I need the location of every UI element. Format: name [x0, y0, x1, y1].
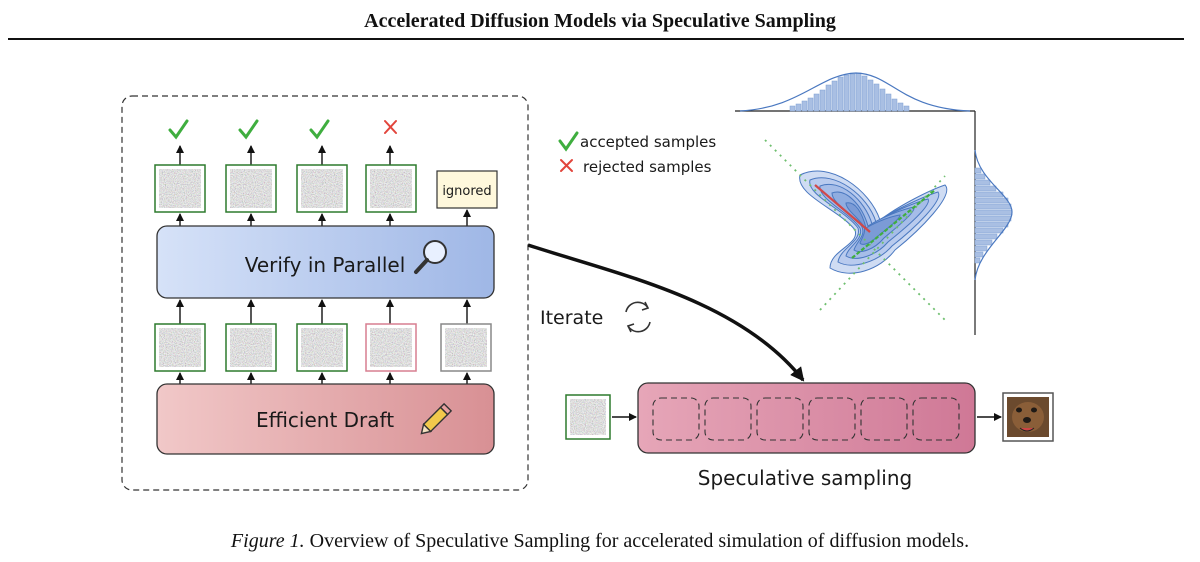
verify-block — [156, 225, 495, 299]
legend-accepted-label: accepted samples — [580, 133, 716, 151]
header-rule — [8, 38, 1184, 40]
caption-figure-label: Figure 1. — [230, 530, 305, 552]
cross-icon — [384, 120, 397, 134]
verify-label: Verify in Parallel — [245, 253, 406, 277]
figure-caption: Figure 1. Overview of Speculative Sampli… — [0, 530, 1200, 553]
sample-image — [159, 169, 201, 208]
verification-marks — [168, 119, 397, 140]
check-icon — [309, 119, 330, 140]
pipeline-dashed-container — [121, 95, 529, 491]
right-histogram — [974, 167, 1013, 264]
density-contours — [799, 170, 948, 274]
draft-samples-row — [154, 323, 492, 372]
cross-icon — [560, 159, 573, 172]
magnifier-icon — [414, 240, 447, 274]
sample-image — [230, 169, 272, 208]
draft-block — [156, 383, 495, 455]
speculative-block — [637, 382, 976, 454]
top-histogram — [789, 72, 910, 112]
sample-image — [445, 328, 487, 367]
top-row-arrows — [176, 145, 394, 165]
joint-distribution-plot — [735, 72, 1013, 335]
sample-image — [370, 169, 412, 208]
ignored-box — [436, 170, 498, 209]
speculative-label: Speculative sampling — [698, 466, 912, 490]
legend-rejected-label: rejected samples — [583, 158, 712, 176]
check-icon — [168, 119, 189, 140]
ignored-label: ignored — [442, 184, 491, 199]
sample-image — [301, 169, 343, 208]
sample-image — [230, 328, 272, 367]
iterate-label: Iterate — [540, 307, 603, 329]
output-dog-image — [1002, 392, 1054, 442]
overview-figure: ignored Verify in Parallel — [121, 72, 1054, 491]
sample-image — [370, 328, 412, 367]
check-icon — [238, 119, 259, 140]
check-icon — [558, 131, 579, 152]
legend: accepted samples rejected samples — [558, 131, 716, 176]
speculative-slots — [652, 397, 960, 441]
verified-samples-row — [154, 164, 417, 213]
caption-text: Overview of Speculative Sampling for acc… — [309, 530, 970, 552]
pencil-icon — [420, 402, 453, 435]
refresh-icon — [625, 301, 651, 333]
iterate-arrow — [527, 243, 805, 382]
rejected-path — [814, 184, 871, 233]
sample-image — [301, 328, 343, 367]
sample-image — [159, 328, 201, 367]
paper-header-title: Accelerated Diffusion Models via Specula… — [364, 10, 836, 32]
draft-label: Efficient Draft — [256, 408, 394, 432]
